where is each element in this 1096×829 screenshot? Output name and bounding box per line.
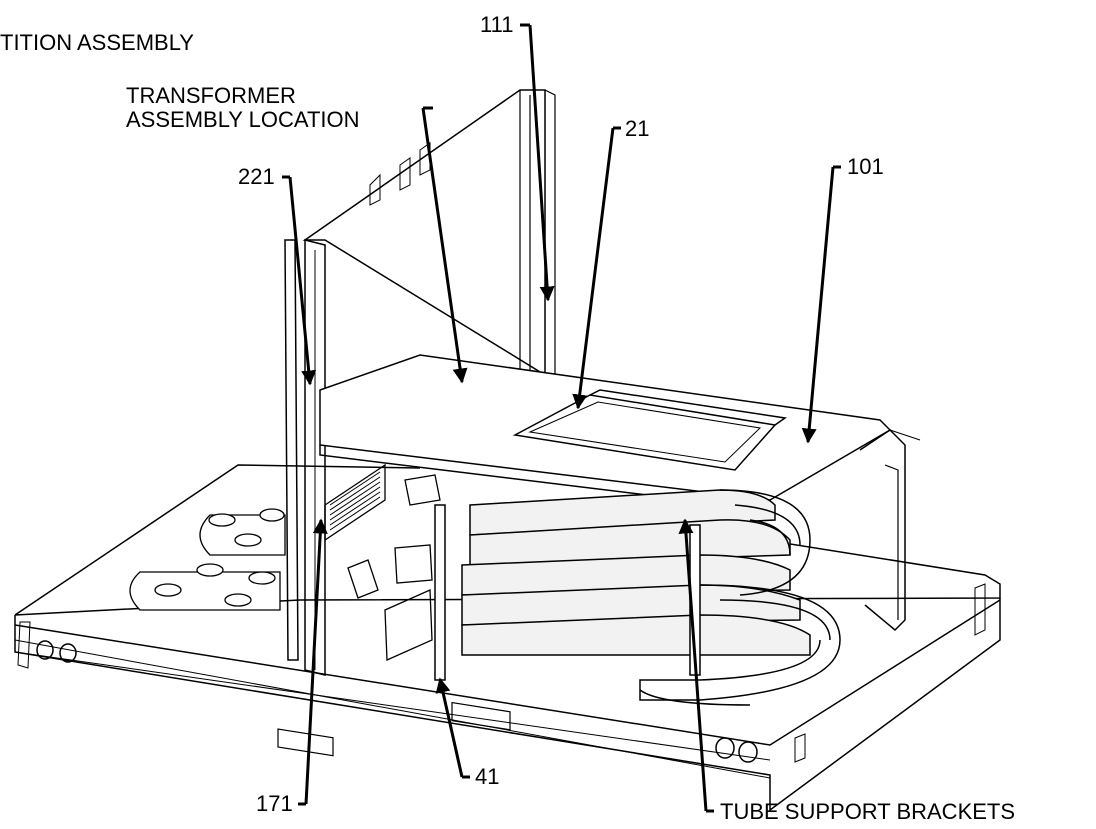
- leader-transformer: [421, 107, 468, 384]
- heat-exchanger-tubes: [434, 489, 841, 706]
- left-posts: [284, 239, 326, 676]
- label-21: 21: [625, 116, 650, 141]
- partition-panel: [302, 89, 556, 380]
- gas-ports: [129, 508, 286, 611]
- leader-tube-brackets: [678, 518, 708, 812]
- label-41: 41: [475, 764, 500, 789]
- label-transformer-line-1: TRANSFORMER: [126, 83, 296, 108]
- leader-21: [572, 127, 615, 410]
- leader-221: [288, 176, 317, 386]
- base-pan: [14, 464, 1001, 812]
- label-transformer-line-2: ASSEMBLY LOCATION: [126, 107, 360, 132]
- louver-panel: [324, 463, 386, 542]
- leader-101: [801, 166, 835, 444]
- burner-box: [347, 474, 441, 661]
- leader-lines: [288, 24, 835, 812]
- label-221: 221: [238, 164, 275, 189]
- leader-171: [304, 518, 328, 805]
- leader-41: [435, 677, 464, 778]
- label-tube-support-brackets: TUBE SUPPORT BRACKETS: [720, 799, 1016, 824]
- top-plate: [319, 354, 892, 511]
- label-partition-assembly: TITION ASSEMBLY: [0, 30, 194, 55]
- leader-111: [528, 24, 555, 302]
- label-171: 171: [256, 791, 293, 816]
- label-101: 101: [847, 154, 884, 179]
- right-side-panel: [859, 429, 921, 632]
- label-111: 111: [480, 12, 514, 37]
- leader-ticks: [282, 23, 841, 813]
